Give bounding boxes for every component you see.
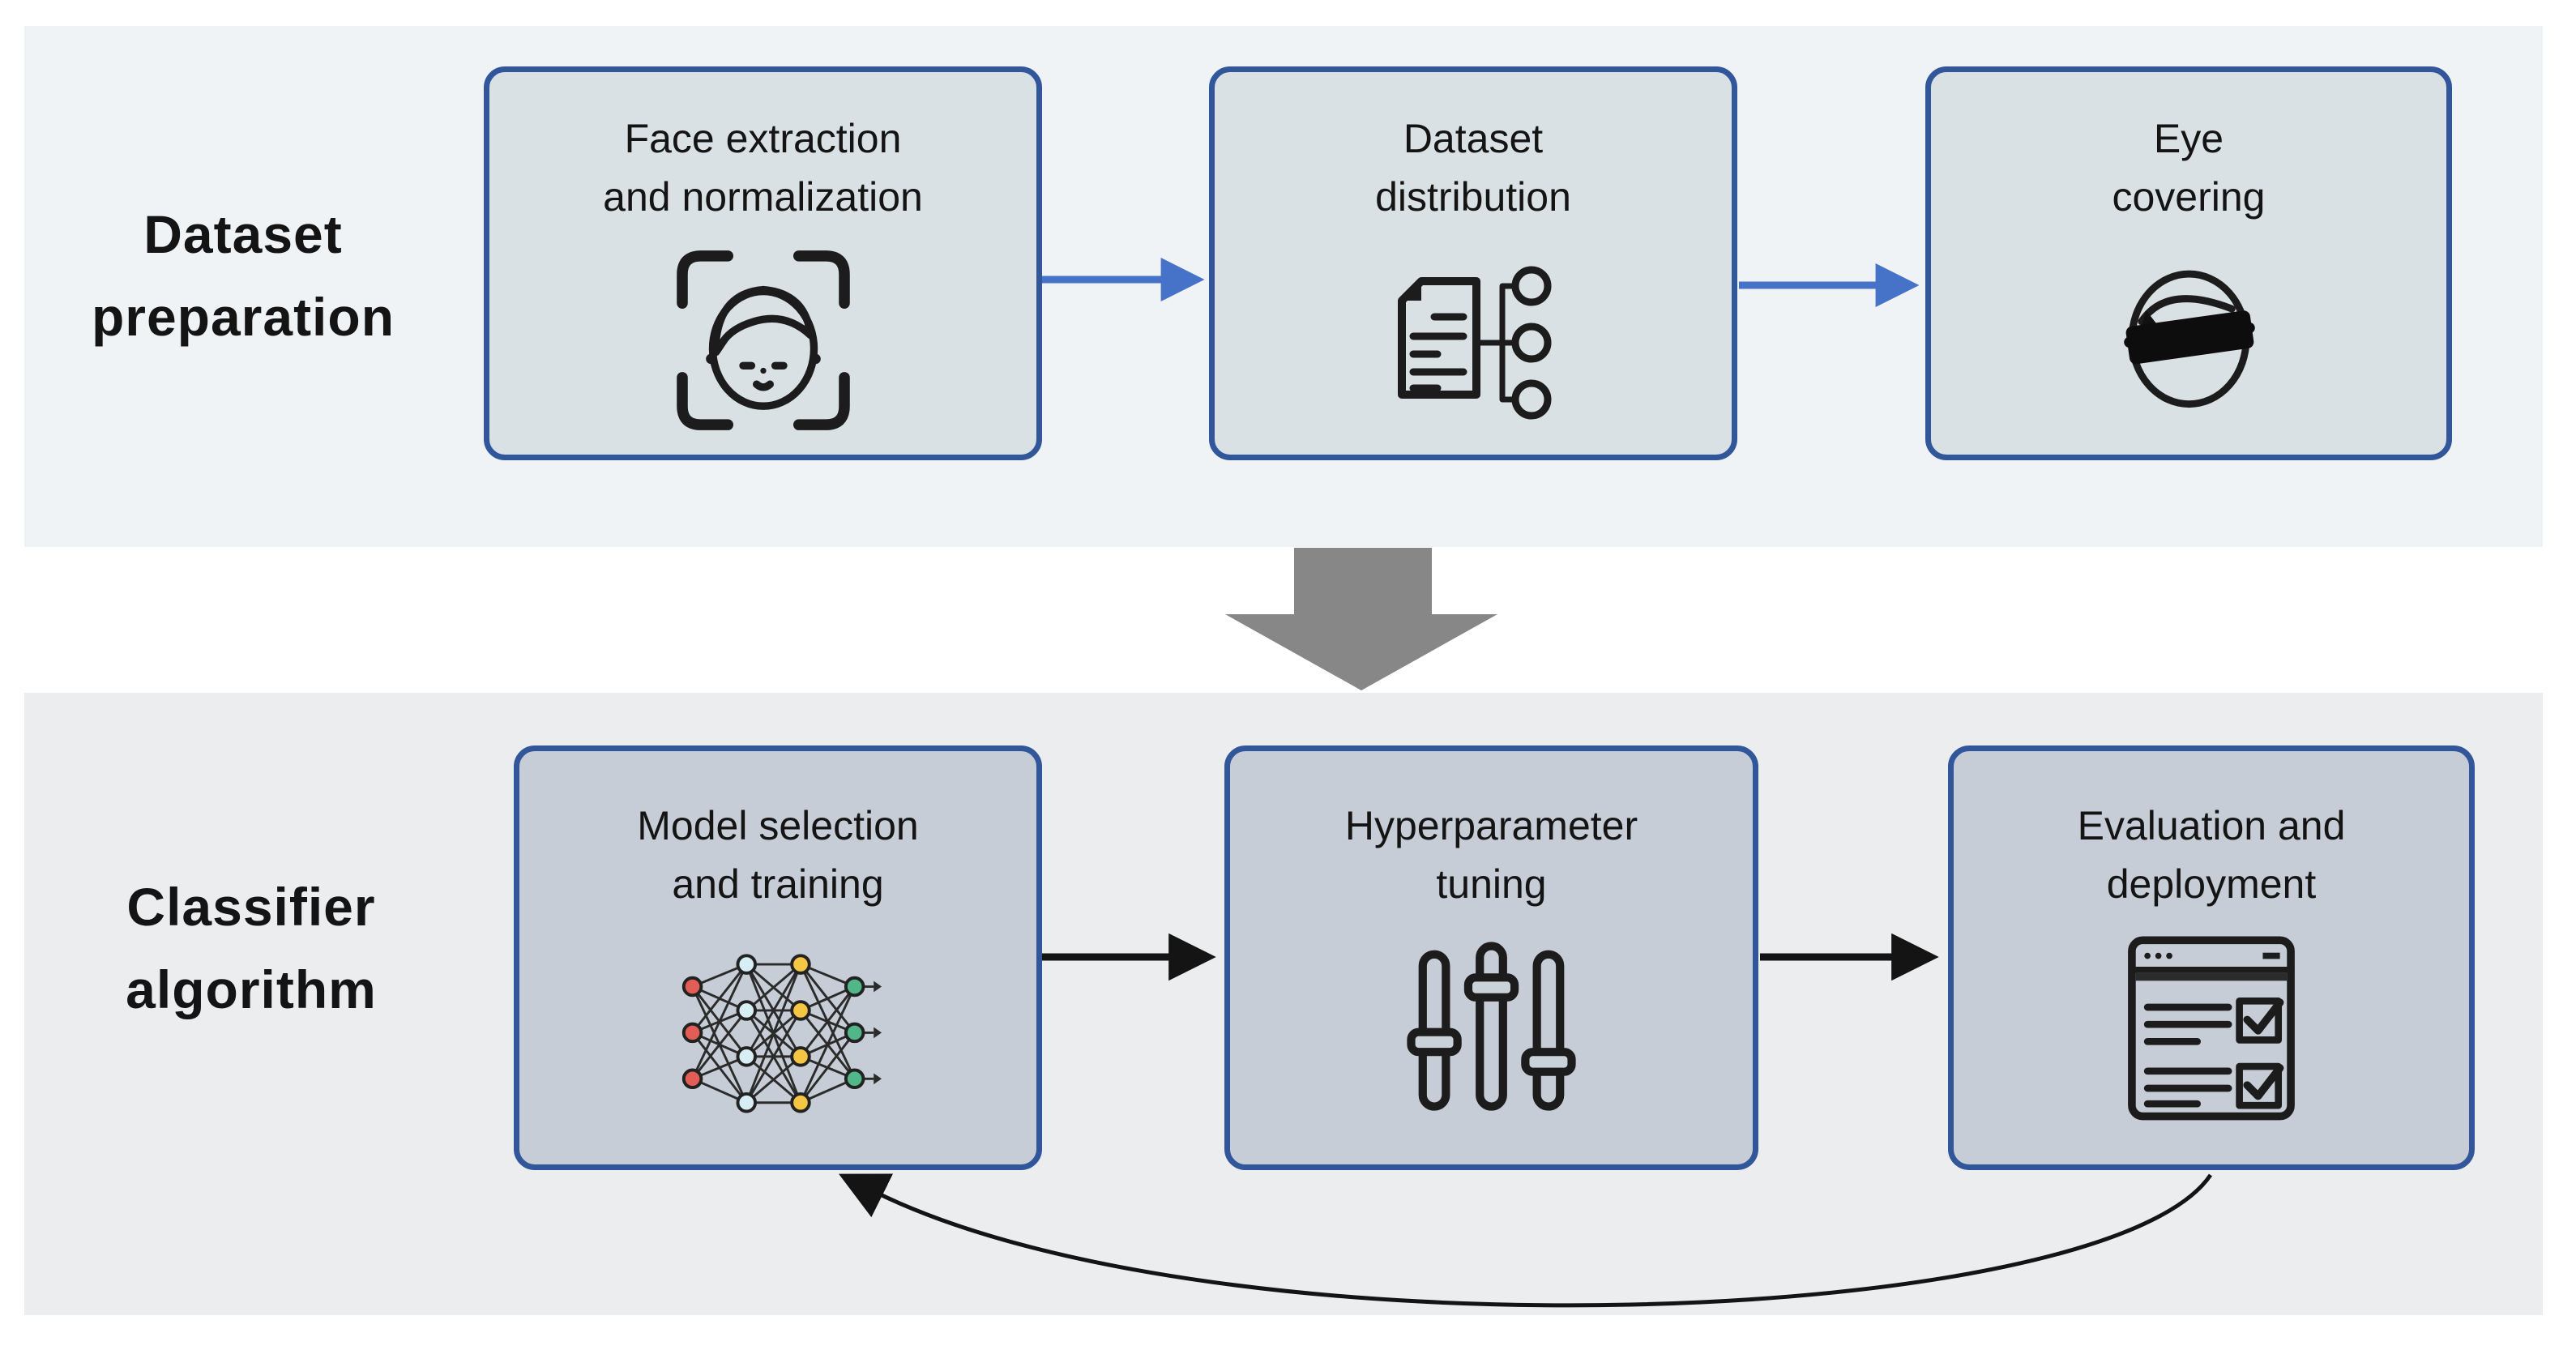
evaluation-checklist-icon xyxy=(2128,936,2295,1121)
box-face-extraction: Face extraction and normalization xyxy=(484,66,1042,460)
neural-network-icon xyxy=(681,954,882,1113)
row-label-line: preparation xyxy=(91,287,395,347)
box-label: Model selection and training xyxy=(637,797,918,913)
box-label: Face extraction and normalization xyxy=(603,109,923,226)
big-down-arrow xyxy=(1225,548,1497,690)
row-label-dataset-preparation: Dataset preparation xyxy=(24,193,462,358)
face-scan-icon xyxy=(676,250,850,430)
box-label: Hyperparameter tuning xyxy=(1345,797,1638,913)
row-label-line: Classifier xyxy=(126,877,376,937)
box-label-line: deployment xyxy=(2106,861,2317,907)
box-label-line: covering xyxy=(2112,174,2266,220)
box-label: Evaluation and deployment xyxy=(2078,797,2346,913)
box-label-line: tuning xyxy=(1436,861,1547,907)
row-label-line: algorithm xyxy=(126,959,377,1019)
box-label-line: distribution xyxy=(1375,174,1571,220)
box-label-line: and normalization xyxy=(603,174,923,220)
row-label-line: Dataset xyxy=(143,204,343,264)
box-label-line: Hyperparameter xyxy=(1344,803,1638,848)
box-dataset-distribution: Dataset distribution xyxy=(1209,66,1737,460)
box-label-line: Dataset xyxy=(1403,116,1544,161)
box-label-line: Model selection xyxy=(637,803,919,848)
box-model-selection: Model selection and training xyxy=(514,745,1042,1170)
box-label-line: Face extraction xyxy=(624,116,902,161)
box-hyperparameter-tuning: Hyperparameter tuning xyxy=(1224,745,1758,1170)
box-label: Eye covering xyxy=(2112,109,2266,226)
box-label-line: and training xyxy=(672,861,884,907)
box-eye-covering: Eye covering xyxy=(1925,66,2452,460)
box-label-line: Evaluation and xyxy=(2077,803,2346,848)
row-label-classifier-algorithm: Classifier algorithm xyxy=(32,865,470,1031)
box-label: Dataset distribution xyxy=(1375,109,1571,226)
eye-covering-icon xyxy=(2123,270,2255,408)
box-label-line: Eye xyxy=(2153,116,2224,161)
sliders-icon xyxy=(1407,942,1576,1111)
dataset-distribution-icon xyxy=(1398,266,1552,420)
box-evaluation-deployment: Evaluation and deployment xyxy=(1948,745,2475,1170)
